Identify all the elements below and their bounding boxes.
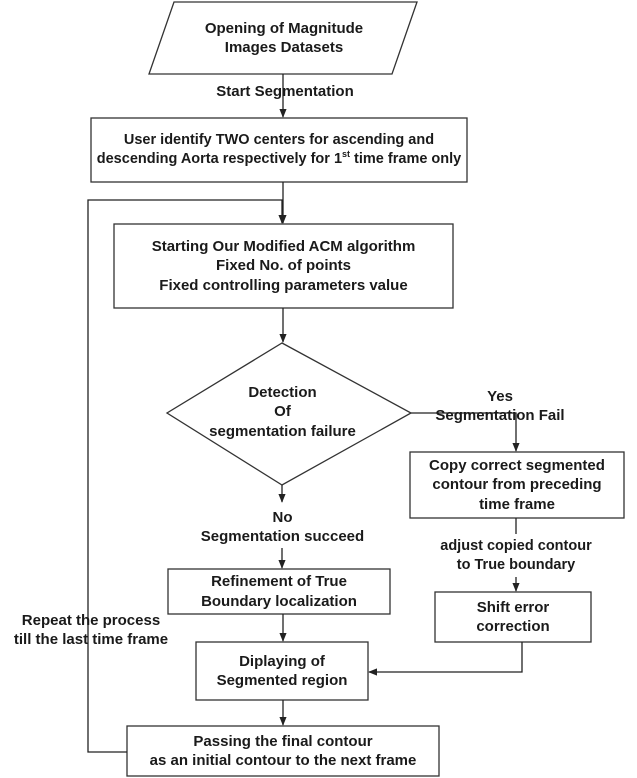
passing-contour-shape (126, 725, 440, 777)
open-datasets-shape (148, 1, 418, 75)
node-identify-line-2a: descending Aorta respectively for 1 (96, 151, 343, 167)
label-yes: Yes (487, 387, 513, 405)
arrow-shift-to-display (368, 642, 523, 676)
node-detect-line-1: Detection (248, 384, 317, 402)
node-display-line-2: Segmented region (216, 672, 348, 689)
node-identify-superscript: st (342, 149, 351, 160)
node-shift-line-2: correction (476, 618, 550, 635)
label-start-segmentation-text: Start Segmentation (216, 83, 354, 101)
label-start-segmentation: Start Segmentation (170, 80, 400, 104)
node-acm-line-3: Fixed controlling parameters value (159, 276, 408, 294)
node-acm-line-2: Fixed No. of points (216, 257, 351, 275)
displaying-shape (195, 641, 369, 701)
label-segmentation-fail: Segmentation Fail (435, 407, 565, 424)
shift-error-shape (434, 591, 592, 643)
node-open-datasets: Opening of Magnitude Images Datasets (158, 6, 410, 70)
label-yes-fail: Yes Segmentation Fail (405, 384, 595, 428)
node-displaying: Diplaying of Segmented region (197, 643, 367, 699)
label-repeat-line-2: till the last time frame (13, 631, 169, 648)
node-refine-line-2: Boundary localization (201, 592, 357, 610)
arrow-loop-back (87, 199, 286, 753)
label-adjust-line-2: to True boundary (456, 557, 576, 573)
label-segmentation-succeed: Segmentation succeed (200, 528, 365, 545)
node-identify-centers: User identify TWO centers for ascending … (92, 119, 466, 181)
refinement-shape (167, 568, 391, 615)
node-passing-contour: Passing the final contour as an initial … (128, 727, 438, 775)
node-pass-line-1: Passing the final contour (193, 732, 373, 750)
node-identify-line-2: descending Aorta respectively for 1st ti… (97, 150, 461, 169)
label-repeat-process: Repeat the process till the last time fr… (2, 608, 180, 652)
label-no: No (272, 508, 293, 526)
label-repeat-line-1: Repeat the process (21, 611, 161, 629)
node-detection-failure: Detection Of segmentation failure (190, 376, 375, 448)
node-pass-line-2: as an initial contour to the next frame (149, 752, 417, 769)
label-adjust-contour: adjust copied contour to True boundary (420, 535, 612, 577)
label-no-succeed: No Segmentation succeed (180, 505, 385, 549)
node-copy-line-1: Copy correct segmented (429, 457, 605, 475)
node-detect-line-3: segmentation failure (209, 422, 356, 440)
node-copy-contour: Copy correct segmented contour from prec… (411, 453, 623, 517)
node-refinement: Refinement of True Boundary localization (169, 570, 389, 613)
node-shift-line-1: Shift error (476, 598, 550, 616)
node-open-datasets-line-2: Images Datasets (224, 39, 344, 56)
node-refine-line-1: Refinement of True (211, 573, 347, 591)
node-acm-line-1: Starting Our Modified ACM algorithm (151, 238, 416, 256)
node-copy-line-3: time frame (479, 495, 555, 513)
label-adjust-line-1: adjust copied contour (440, 538, 592, 555)
identify-centers-shape (90, 117, 468, 183)
node-identify-line-2b: time frame only (350, 151, 462, 167)
node-display-line-1: Diplaying of (239, 652, 325, 670)
node-shift-error: Shift error correction (436, 593, 590, 641)
node-detect-line-2: Of (274, 403, 291, 421)
node-copy-line-2: contour from preceding (432, 476, 602, 494)
node-identify-line-1: User identify TWO centers for ascending … (123, 132, 435, 149)
node-acm-algorithm: Starting Our Modified ACM algorithm Fixe… (115, 225, 452, 307)
node-open-datasets-line-1: Opening of Magnitude (204, 19, 364, 37)
copy-contour-shape (409, 451, 625, 519)
arrow-detect-to-copy (411, 412, 520, 452)
